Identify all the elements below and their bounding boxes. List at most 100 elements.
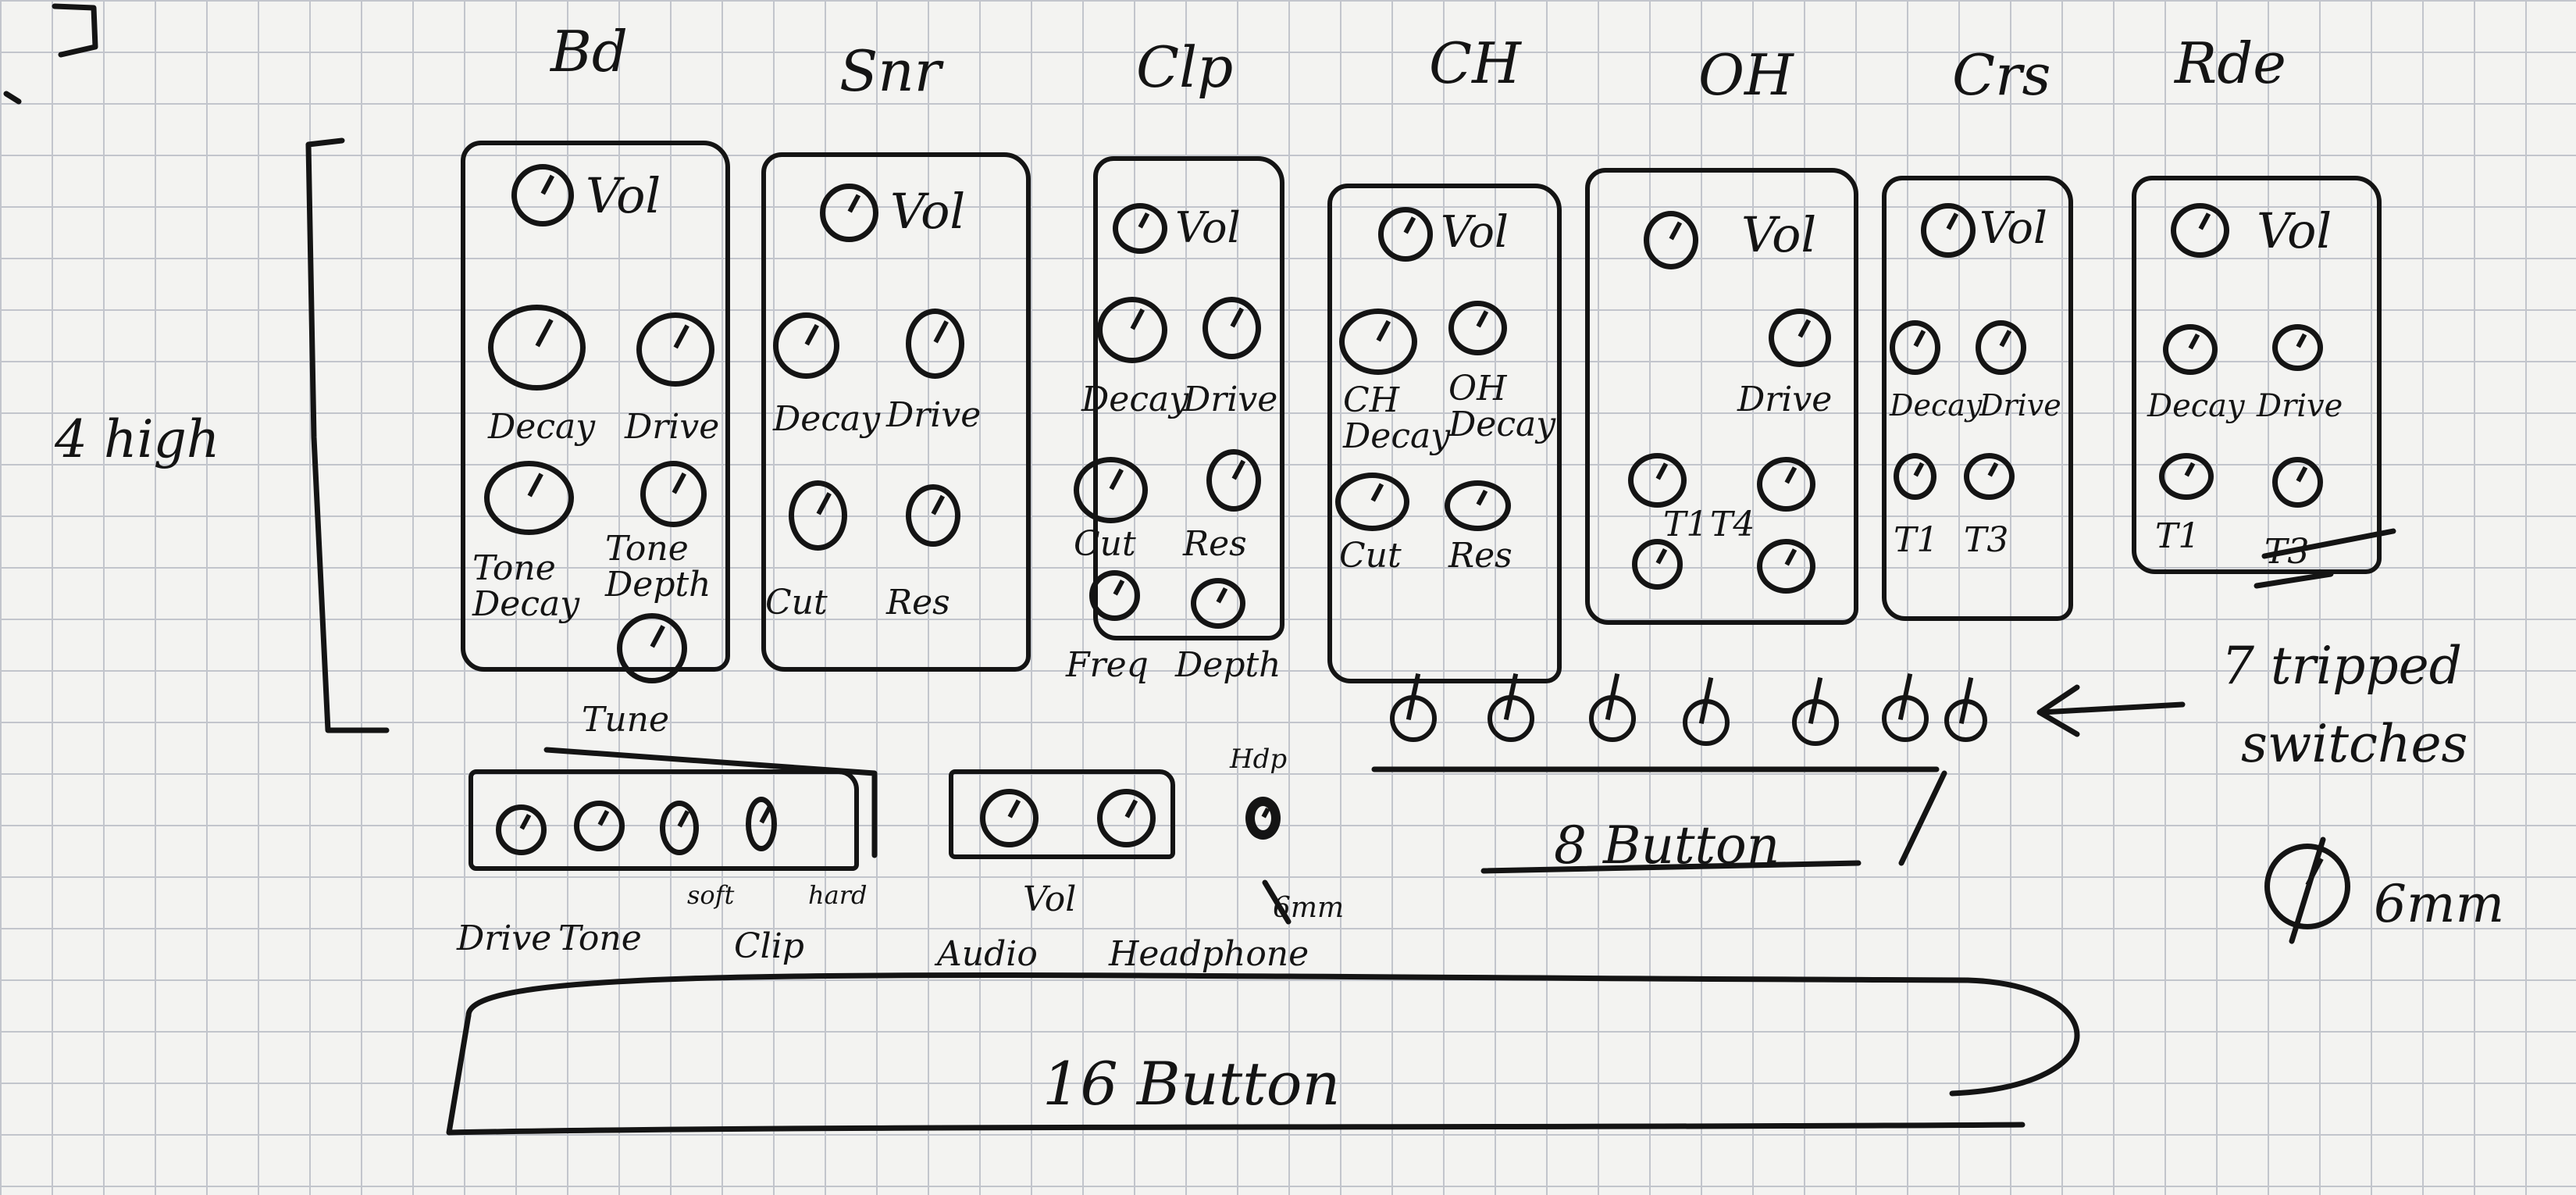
oh-t1-lower-knob[interactable] xyxy=(1632,539,1683,590)
oh-vol-label: Vol xyxy=(1741,206,1817,263)
oh-t4-label: T4 xyxy=(1710,505,1755,544)
rde-module xyxy=(2132,176,2382,574)
header-snr: Snr xyxy=(839,38,942,104)
crs-t3-label: T3 xyxy=(1964,520,2009,560)
crs-module xyxy=(1882,176,2073,621)
master-drive-knob[interactable] xyxy=(496,804,547,855)
crs-t3-knob[interactable] xyxy=(1964,453,2015,500)
toggle-switch-4[interactable] xyxy=(1683,699,1730,746)
snr-drive-label: Drive xyxy=(886,395,982,435)
rde-t3-label: T3 xyxy=(2264,532,2310,572)
crs-drive-label: Drive xyxy=(1979,388,2061,423)
rde-t1-knob[interactable] xyxy=(2159,453,2214,500)
master-soft-clip-knob[interactable] xyxy=(660,801,699,855)
audio-module xyxy=(949,769,1175,859)
crs-drive-knob[interactable] xyxy=(1976,320,2026,375)
diameter-note: 6mm xyxy=(2374,874,2505,934)
oh-decay-knob[interactable] xyxy=(1448,301,1507,355)
master-soft-label: soft xyxy=(687,880,735,910)
master-tone-knob[interactable] xyxy=(574,801,625,851)
switches-note-line2: switches xyxy=(2241,714,2468,774)
snr-res-knob[interactable] xyxy=(906,484,960,547)
clp-drive-label: Drive xyxy=(1183,380,1278,419)
clp-vol-label: Vol xyxy=(1175,203,1241,252)
bd-tone-depth-label: Tone Depth xyxy=(605,529,711,605)
headphone-jack-icon xyxy=(1245,797,1281,840)
ch-vol-knob[interactable] xyxy=(1378,207,1433,262)
bd-vol-knob[interactable] xyxy=(511,164,574,227)
master-clip-label: Clip xyxy=(734,926,804,966)
clp-decay-knob[interactable] xyxy=(1097,297,1167,363)
crs-decay-knob[interactable] xyxy=(1890,320,1940,375)
clp-freq-label: Freq xyxy=(1066,645,1149,685)
master-hard-clip-knob[interactable] xyxy=(746,797,777,851)
ch-cut-label: Cut xyxy=(1339,536,1402,576)
bd-drive-label: Drive xyxy=(625,407,720,447)
toggle-switch-1[interactable] xyxy=(1390,695,1437,742)
oh-drive-label: Drive xyxy=(1737,380,1833,419)
clp-freq-knob[interactable] xyxy=(1089,570,1140,621)
snr-cut-label: Cut xyxy=(765,583,828,622)
header-rde: Rde xyxy=(2175,30,2286,96)
oh-t4-knob[interactable] xyxy=(1757,457,1815,512)
bd-decay-label: Decay xyxy=(488,407,596,447)
bd-tone-decay-label: Tone Decay xyxy=(472,548,580,625)
snr-decay-knob[interactable] xyxy=(773,312,839,379)
ch-decay-knob[interactable] xyxy=(1339,309,1417,375)
rde-vol-knob[interactable] xyxy=(2171,203,2229,258)
sixteen-button-label: 16 Button xyxy=(1042,1049,1341,1118)
rde-t3-knob[interactable] xyxy=(2272,457,2323,508)
crs-vol-knob[interactable] xyxy=(1921,203,1976,258)
master-tone-label: Tone xyxy=(558,919,642,958)
clp-drive-knob[interactable] xyxy=(1202,297,1261,359)
oh-t1-knob[interactable] xyxy=(1628,453,1687,508)
clp-res-knob[interactable] xyxy=(1206,449,1261,512)
ch-res-label: Res xyxy=(1448,536,1512,576)
snr-vol-knob[interactable] xyxy=(820,184,878,242)
headphone-vol-knob[interactable] xyxy=(1097,789,1156,847)
rde-decay-knob[interactable] xyxy=(2163,324,2218,375)
rde-drive-knob[interactable] xyxy=(2272,324,2323,371)
headphone-jack-top-label: Hdp xyxy=(1230,744,1288,775)
ch-vol-label: Vol xyxy=(1441,207,1509,258)
crs-t1-knob[interactable] xyxy=(1894,453,1936,500)
bd-tone-decay-knob[interactable] xyxy=(484,461,574,535)
toggle-switch-6[interactable] xyxy=(1882,695,1929,742)
clp-depth-knob[interactable] xyxy=(1191,578,1245,629)
toggle-switch-2[interactable] xyxy=(1488,695,1534,742)
oh-vol-knob[interactable] xyxy=(1644,211,1698,269)
bd-tune-label: Tune xyxy=(582,700,670,740)
toggle-switch-7[interactable] xyxy=(1944,699,1987,742)
snr-cut-knob[interactable] xyxy=(789,480,847,551)
snr-res-label: Res xyxy=(886,583,950,622)
eight-button-label: 8 Button xyxy=(1554,815,1780,876)
bd-decay-knob[interactable] xyxy=(488,305,586,391)
snr-drive-knob[interactable] xyxy=(906,309,964,379)
clp-decay-label: Decay xyxy=(1081,380,1189,419)
header-oh: OH xyxy=(1698,42,1794,108)
bd-tune-knob[interactable] xyxy=(617,613,687,683)
ch-res-knob[interactable] xyxy=(1445,480,1511,531)
rde-decay-label: Decay xyxy=(2147,388,2245,424)
oh-decay-label: OH Decay xyxy=(1448,369,1556,445)
clp-cut-knob[interactable] xyxy=(1074,457,1148,523)
bd-vol-label: Vol xyxy=(586,167,661,224)
audio-vol-knob[interactable] xyxy=(980,789,1039,847)
snr-vol-label: Vol xyxy=(890,183,966,240)
oh-t4-lower-knob[interactable] xyxy=(1757,539,1815,594)
crs-vol-label: Vol xyxy=(1979,203,2047,254)
snr-module xyxy=(761,152,1031,672)
snr-decay-label: Decay xyxy=(773,399,881,439)
bd-drive-knob[interactable] xyxy=(636,312,714,387)
bd-tone-depth-knob[interactable] xyxy=(640,461,707,527)
oh-drive-knob[interactable] xyxy=(1769,309,1831,367)
ch-cut-knob[interactable] xyxy=(1335,473,1409,531)
clp-vol-knob[interactable] xyxy=(1113,203,1167,254)
clp-module xyxy=(1093,156,1284,640)
switches-note-line1: 7 tripped xyxy=(2221,636,2462,696)
toggle-switch-5[interactable] xyxy=(1792,699,1839,746)
audio-label: Audio xyxy=(937,934,1038,974)
toggle-switch-3[interactable] xyxy=(1589,695,1636,742)
audio-vol-label: Vol xyxy=(1023,879,1077,919)
ch-decay-label: CH Decay xyxy=(1343,380,1451,457)
